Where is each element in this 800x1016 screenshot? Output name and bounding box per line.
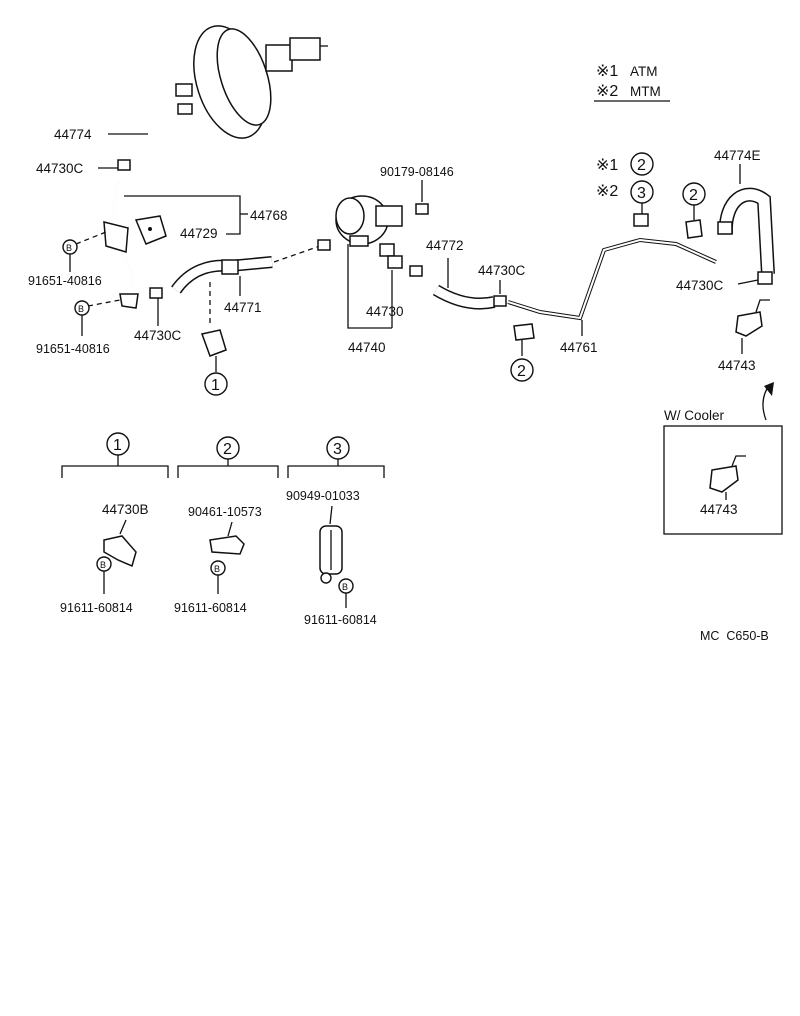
label-44730c-3: 44730C: [478, 263, 526, 278]
ref-2a-text: 2: [517, 363, 526, 380]
group-3-bolt: 91611-60814: [304, 613, 377, 627]
legend-mark-1: ※1: [596, 63, 618, 80]
label-44743-cooler: 44743: [700, 502, 738, 517]
note-ref-2: 3: [637, 185, 646, 202]
cooler-title: W/ Cooler: [664, 408, 725, 423]
ref-circle-1: [204, 372, 228, 396]
note-circle-1: [630, 152, 654, 176]
label-44740: 44740: [348, 340, 386, 355]
label-44774: 44774: [54, 127, 92, 142]
label-44730c-2: 44730C: [134, 328, 182, 343]
label-44761: 44761: [560, 340, 598, 355]
label-44729: 44729: [180, 226, 218, 241]
group-3-part: 90949-01033: [286, 489, 360, 503]
clip-ref-1: [201, 329, 227, 357]
brake-booster: [175, 25, 328, 139]
group-3-bolt-ref: B: [342, 582, 348, 592]
group-1-bolt: 91611-60814: [60, 601, 133, 615]
label-44730c-4: 44730C: [676, 278, 724, 293]
pipe-44761: [507, 238, 717, 320]
bracket-44768: [103, 221, 129, 253]
label-44771: 44771: [224, 300, 262, 315]
arrow-icon: [764, 382, 774, 396]
label-44743: 44743: [718, 358, 756, 373]
group-1-part: 44730B: [102, 502, 149, 517]
note-mark-1: ※1: [596, 157, 618, 174]
label-44730c-1: 44730C: [36, 161, 84, 176]
group-3-ref: 3: [333, 441, 342, 458]
detail-group-3: 3 90949-01033 B 91611-60814: [286, 436, 385, 627]
detail-group-1: 1 44730B B 91611-60814: [60, 432, 169, 615]
clamp-icon: [117, 159, 131, 171]
legend-text-2: MTM: [630, 84, 661, 99]
ref-2b-text: 2: [689, 187, 698, 204]
group-2-part: 90461-10573: [188, 505, 262, 519]
group-2-bolt-ref: B: [214, 564, 220, 574]
cooler-box: [663, 425, 783, 535]
detail-group-2: 2 90461-10573 B 91611-60814: [174, 436, 279, 615]
clamp-icon: [177, 103, 193, 115]
hose-44774: [121, 111, 184, 162]
nut-icon: [415, 203, 429, 215]
legend-text-1: ATM: [630, 64, 658, 79]
group-1-bolt-ref: B: [100, 560, 106, 570]
clamp-icon: [149, 287, 163, 299]
group-2-ref: 2: [223, 441, 232, 458]
hose-44772: [433, 286, 495, 308]
valve-assembly-44740: [335, 195, 403, 269]
diagram-code: MC C650-B: [700, 629, 769, 643]
group-2-bolt: 91611-60814: [174, 601, 247, 615]
legend-mark-2: ※2: [596, 83, 618, 100]
note-mark-2: ※2: [596, 183, 618, 200]
b-marker-2: B: [78, 304, 84, 314]
ref-circle-2-a: [510, 358, 534, 382]
label-44774e: 44774E: [714, 148, 761, 163]
label-91651-b: 91651-40816: [36, 342, 110, 356]
label-44768: 44768: [250, 208, 288, 223]
note-ref-1: 2: [637, 157, 646, 174]
label-44730: 44730: [366, 304, 404, 319]
label-44772: 44772: [426, 238, 464, 253]
legend: ※1 ATM ※2 MTM: [594, 63, 670, 102]
label-91651-a: 91651-40816: [28, 274, 102, 288]
label-90179: 90179-08146: [380, 165, 454, 179]
ref-1-text: 1: [211, 377, 220, 394]
b-marker-1: B: [66, 243, 72, 253]
group-1-ref: 1: [113, 437, 122, 454]
bracket-44743: [735, 311, 763, 337]
